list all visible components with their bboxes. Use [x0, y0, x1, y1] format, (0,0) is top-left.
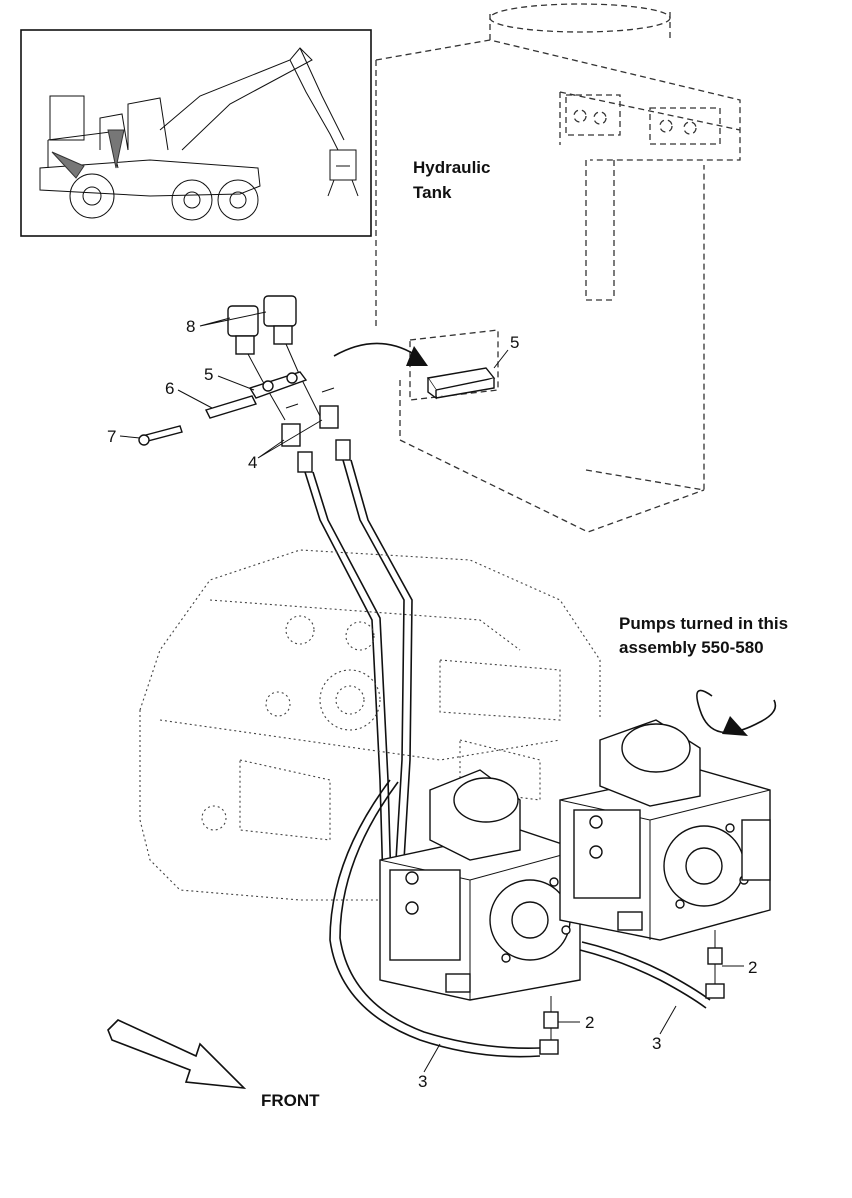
callout-6: 6: [165, 379, 174, 398]
drain-fittings: [539, 930, 725, 1055]
callout-5-right: 5: [510, 333, 519, 352]
hydraulic-tank-label-line2: Tank: [413, 183, 452, 202]
pumps-turned-note: Pumps turned in this: [619, 614, 788, 633]
callout-3-left: 3: [418, 1072, 427, 1091]
sensor-connectors: [138, 295, 351, 473]
callout-4: 4: [248, 453, 257, 472]
callout-2-right: 2: [748, 958, 757, 977]
hydraulic-tank-outline: [375, 3, 741, 533]
callout-7: 7: [107, 427, 116, 446]
pump-right: [559, 719, 771, 941]
rotation-arrow: [696, 689, 777, 736]
gearbox-outline: [139, 549, 601, 901]
callout-5-left: 5: [204, 365, 213, 384]
machine-overview-inset: [20, 29, 372, 237]
tank-sensor-block: [426, 367, 496, 400]
hydraulic-tank-label: Hydraulic: [413, 158, 490, 177]
callout-8: 8: [186, 317, 195, 336]
callout-3-right: 3: [652, 1034, 661, 1053]
insertion-arrow: [333, 342, 421, 359]
pump-left: [379, 769, 581, 1001]
pumps-turned-note-line2: assembly 550-580: [619, 638, 764, 657]
callout-2-left: 2: [585, 1013, 594, 1032]
front-label: FRONT: [261, 1091, 320, 1110]
front-direction-arrow: [107, 1019, 247, 1090]
